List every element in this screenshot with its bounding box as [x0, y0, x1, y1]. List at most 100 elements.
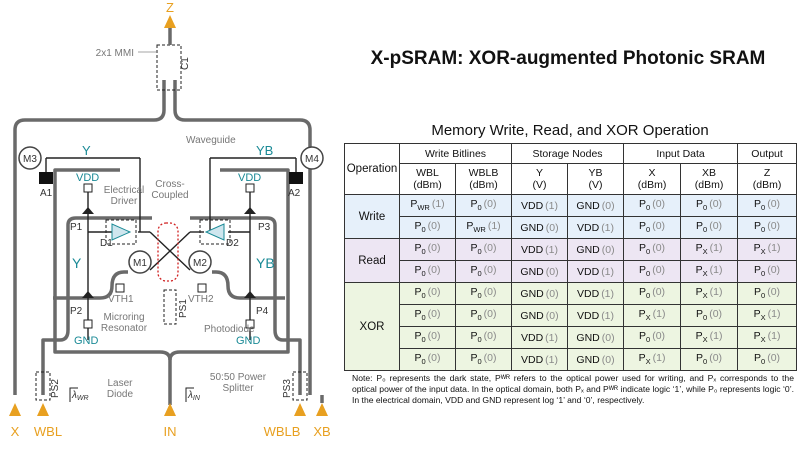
vdd-terminal-left [83, 183, 93, 193]
driver-d1-icon [111, 223, 132, 241]
cell-value: P [470, 352, 478, 365]
column-unit: (dBm) [637, 179, 667, 191]
phase-shifter-ps1 [163, 289, 177, 325]
cell-logic: (1) [601, 221, 615, 234]
cell-logic: (1) [601, 287, 615, 300]
cell-value: P [414, 330, 422, 343]
cell-subscript: 0 [646, 225, 651, 235]
a2-label: A2 [288, 188, 301, 199]
cell-value: P [414, 220, 422, 233]
cell-logic: (1) [545, 243, 559, 256]
table-cell: P0(0) [399, 260, 456, 283]
table-cell: P0(0) [399, 348, 456, 371]
table-cell: P0(0) [623, 260, 682, 283]
cell-logic: (1) [767, 330, 781, 343]
cell-logic: (0) [652, 286, 666, 299]
port-in-arrow [164, 403, 176, 416]
electrical-driver-text-line: Driver [111, 196, 138, 207]
c1-label: C1 [180, 57, 191, 70]
table-cell: PWR(1) [399, 194, 456, 217]
column-unit: (V) [532, 179, 547, 191]
cell-subscript: X [702, 269, 708, 279]
m2-label: M2 [193, 258, 207, 269]
cell-logic: (0) [652, 264, 666, 277]
table-cell: PX(1) [680, 326, 739, 349]
table-cell: GND(0) [567, 348, 625, 371]
table-cell: PX(1) [623, 348, 682, 371]
cell-logic: (0) [483, 308, 497, 321]
gnd-terminal-right [245, 319, 255, 329]
cell-value: P [639, 220, 647, 233]
cell-logic: (0) [767, 286, 781, 299]
cell-value: P [470, 242, 478, 255]
cell-value: P [414, 242, 422, 255]
table-cell: P0(0) [454, 304, 513, 327]
cell-value: P [754, 286, 762, 299]
cell-logic: (0) [483, 264, 497, 277]
cell-logic: (0) [427, 286, 441, 299]
lambda-in-symbol: λ [187, 390, 193, 401]
cell-subscript: X [760, 335, 766, 345]
footnote: Note: P₀ represents the dark state, Pᵂᴿ … [352, 373, 794, 405]
cell-logic: (0) [545, 287, 559, 300]
cell-logic: (0) [767, 264, 781, 277]
lambda-wr-symbol: λ [71, 390, 77, 401]
microring-text-line: Resonator [101, 323, 148, 334]
cell-logic: (1) [487, 220, 501, 233]
table-cell: P0(0) [454, 260, 513, 283]
cell-subscript: 0 [477, 203, 482, 213]
cell-subscript: 0 [761, 357, 766, 367]
cell-logic: (0) [427, 220, 441, 233]
cell-logic: (0) [652, 330, 666, 343]
cross-coupled-label: Cross-Coupled [151, 179, 188, 201]
table-cell: P0(0) [623, 238, 682, 261]
column-unit: (V) [588, 179, 603, 191]
cell-logic: (1) [767, 308, 781, 321]
m1-label: M1 [133, 258, 147, 269]
cell-value: P [470, 198, 478, 211]
cell-subscript: 0 [477, 335, 482, 345]
splitter-text: 50:50 Power [210, 372, 267, 383]
cell-logic: (0) [483, 198, 497, 211]
vdd-left-label: VDD [76, 172, 99, 184]
cell-logic: (1) [545, 353, 559, 366]
cell-logic: (1) [652, 352, 666, 365]
cell-subscript: 0 [646, 247, 651, 257]
p1-label: P1 [70, 222, 83, 233]
column-name: Z [763, 167, 771, 179]
port-in-label: IN [164, 424, 177, 439]
cell-subscript: X [702, 291, 708, 301]
yb-top-label: YB [256, 143, 273, 158]
cell-value: GND [576, 331, 600, 344]
p4-label: P4 [256, 306, 269, 317]
cell-logic: (1) [709, 330, 723, 343]
cell-subscript: 0 [646, 269, 651, 279]
table-cell: GND(0) [511, 304, 569, 327]
photodiode-a2 [289, 172, 303, 184]
column-header-yb: YB(V) [567, 163, 625, 195]
column-header-wbl: WBL(dBm) [399, 163, 456, 195]
vth1-label: VTH1 [108, 294, 134, 305]
table-cell: P0(0) [399, 238, 456, 261]
mmi-label: 2x1 MMI [96, 48, 134, 59]
cell-logic: (1) [601, 265, 615, 278]
column-header-row: WBL(dBm)WBLB(dBm)Y(V)YB(V)X(dBm)XB(dBm)Z… [345, 163, 798, 195]
cell-value: P [754, 264, 762, 277]
d2-label: D2 [226, 238, 239, 249]
y-top-label: Y [82, 143, 91, 158]
port-wblb-label: WBLB [264, 424, 301, 439]
photodiode-label: Photodiode [204, 324, 255, 335]
table-cell: PWR(1) [454, 216, 513, 239]
column-header-x: X(dBm) [623, 163, 682, 195]
laser-diode-text: Laser [107, 378, 133, 389]
operation-write: Write [344, 194, 400, 239]
ps3-label: PS3 [282, 379, 293, 398]
cell-subscript: 0 [761, 269, 766, 279]
table-cell: P0(0) [454, 282, 513, 305]
laser-diode-text-line: Diode [107, 389, 134, 400]
photonic-sram-circuit: Z 2x1 MMI C1 Waveguide M3 M4 Y YB A1 A2 … [9, 0, 331, 439]
a1-label: A1 [40, 188, 53, 199]
port-wblb-arrow [294, 403, 306, 416]
microring-m2 [188, 250, 212, 274]
